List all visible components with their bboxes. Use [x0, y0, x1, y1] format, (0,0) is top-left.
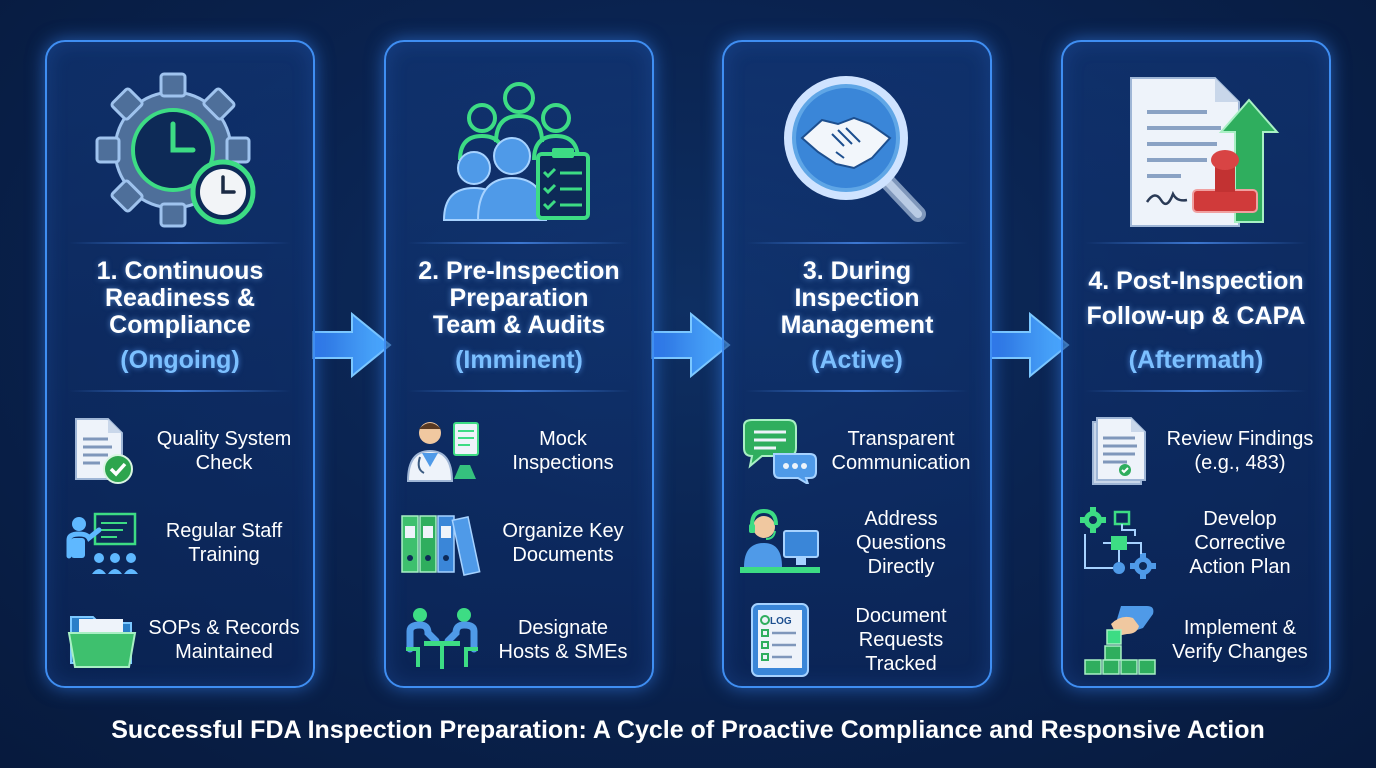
item-label: Address Questions Directly	[855, 508, 947, 578]
list-item: Designate Hosts & SMEs	[400, 597, 642, 683]
document-stamp-arrow-icon	[1063, 62, 1329, 242]
document-check-icon	[61, 411, 145, 491]
item-label: Review Findings (e.g., 483)	[1166, 428, 1314, 474]
stage-panel-2: 2. Pre-Inspection Preparation Team & Aud…	[384, 40, 654, 688]
folder-icon	[61, 600, 145, 680]
stage-title: 3. During Inspection Management	[780, 257, 934, 339]
flow-arrow-2	[651, 311, 731, 379]
stage-panel-1: 1. Continuous Readiness & Compliance (On…	[45, 40, 315, 688]
gear-clock-icon	[47, 62, 313, 242]
stage-phase: (Imminent)	[455, 346, 583, 374]
list-item: Mock Inspections	[400, 408, 642, 494]
divider	[746, 390, 968, 392]
list-item: Organize Key Documents	[400, 500, 642, 586]
doctor-clipboard-icon	[400, 411, 484, 491]
divider	[69, 242, 291, 244]
item-label: Mock Inspections	[512, 428, 614, 474]
divider	[69, 390, 291, 392]
support-agent-icon	[738, 503, 822, 583]
list-item: Quality System Check	[61, 408, 303, 494]
divider	[408, 390, 630, 392]
item-label: Quality System Check	[156, 428, 292, 474]
item-label: Organize Key Documents	[502, 520, 624, 566]
stage-title: 1. Continuous Readiness & Compliance	[96, 257, 264, 339]
list-item: Transparent Communication	[738, 408, 980, 494]
handshake-magnifier-icon	[724, 62, 990, 242]
item-label: Document Requests Tracked	[855, 605, 947, 675]
item-label: SOPs & Records Maintained	[148, 617, 300, 663]
log-tablet-icon: LOG	[738, 600, 822, 680]
team-checklist-icon	[386, 62, 652, 242]
process-flow-icon	[1077, 503, 1161, 583]
divider	[746, 242, 968, 244]
divider	[1085, 390, 1307, 392]
document-review-icon	[1077, 411, 1161, 491]
divider	[408, 242, 630, 244]
list-item: Regular Staff Training	[61, 500, 303, 586]
stage-title: 4. Post-Inspection Follow-up & CAPA	[1086, 267, 1306, 330]
binders-icon	[400, 503, 484, 583]
training-presentation-icon	[61, 503, 145, 583]
item-label: Transparent Communication	[831, 428, 971, 474]
list-item: Implement & Verify Changes	[1077, 597, 1319, 683]
stage-panel-3: 3. During Inspection Management (Active)…	[722, 40, 992, 688]
item-label: Develop Corrective Action Plan	[1189, 508, 1291, 578]
list-item: Develop Corrective Action Plan	[1077, 500, 1319, 586]
item-label: Regular Staff Training	[165, 520, 283, 566]
flow-arrow-3	[990, 311, 1070, 379]
stage-title: 2. Pre-Inspection Preparation Team & Aud…	[418, 257, 620, 339]
item-label: Implement & Verify Changes	[1172, 617, 1308, 663]
divider	[1085, 242, 1307, 244]
list-item: LOG Document Requests Tracked	[738, 597, 980, 683]
meeting-table-icon	[400, 600, 484, 680]
log-label: LOG	[770, 616, 792, 627]
list-item: Address Questions Directly	[738, 500, 980, 586]
stage-panel-4: 4. Post-Inspection Follow-up & CAPA (Aft…	[1061, 40, 1331, 688]
list-item: Review Findings (e.g., 483)	[1077, 408, 1319, 494]
hand-blocks-icon	[1077, 600, 1161, 680]
chat-bubbles-icon	[738, 411, 822, 491]
stage-phase: (Aftermath)	[1128, 346, 1264, 374]
stage-phase: (Ongoing)	[120, 346, 240, 374]
stage-phase: (Active)	[811, 346, 903, 374]
footer-caption: Successful FDA Inspection Preparation: A…	[111, 716, 1265, 744]
list-item: SOPs & Records Maintained	[61, 597, 303, 683]
flow-arrow-1	[312, 311, 392, 379]
item-label: Designate Hosts & SMEs	[498, 617, 628, 663]
